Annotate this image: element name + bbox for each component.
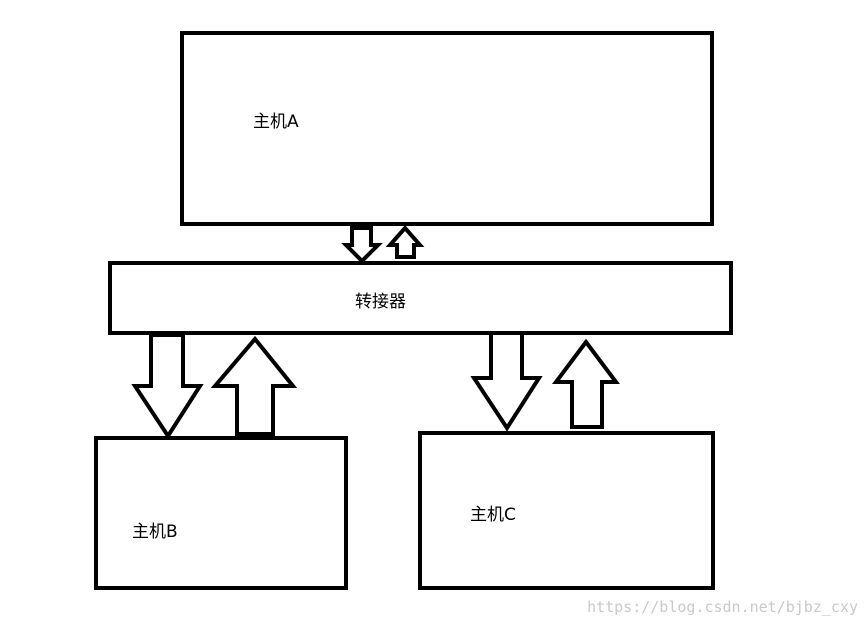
host-b-label: 主机B <box>132 522 178 542</box>
watermark-url: https://blog.csdn.net/bjbz_cxy <box>587 598 858 616</box>
arrow-adapter-to-c <box>470 331 543 432</box>
arrow-b-to-adapter <box>210 335 298 436</box>
host-c-box <box>418 431 715 590</box>
adapter-box <box>108 261 733 335</box>
host-c-label: 主机C <box>470 505 516 525</box>
host-a-label: 主机A <box>253 112 299 132</box>
arrow-adapter-to-a <box>385 224 425 259</box>
host-a-box <box>180 31 714 226</box>
arrow-a-to-adapter <box>341 226 383 264</box>
arrow-adapter-to-b <box>131 333 204 440</box>
host-b-box <box>94 436 348 590</box>
adapter-label: 转接器 <box>355 292 406 312</box>
arrow-c-to-adapter <box>552 338 620 429</box>
